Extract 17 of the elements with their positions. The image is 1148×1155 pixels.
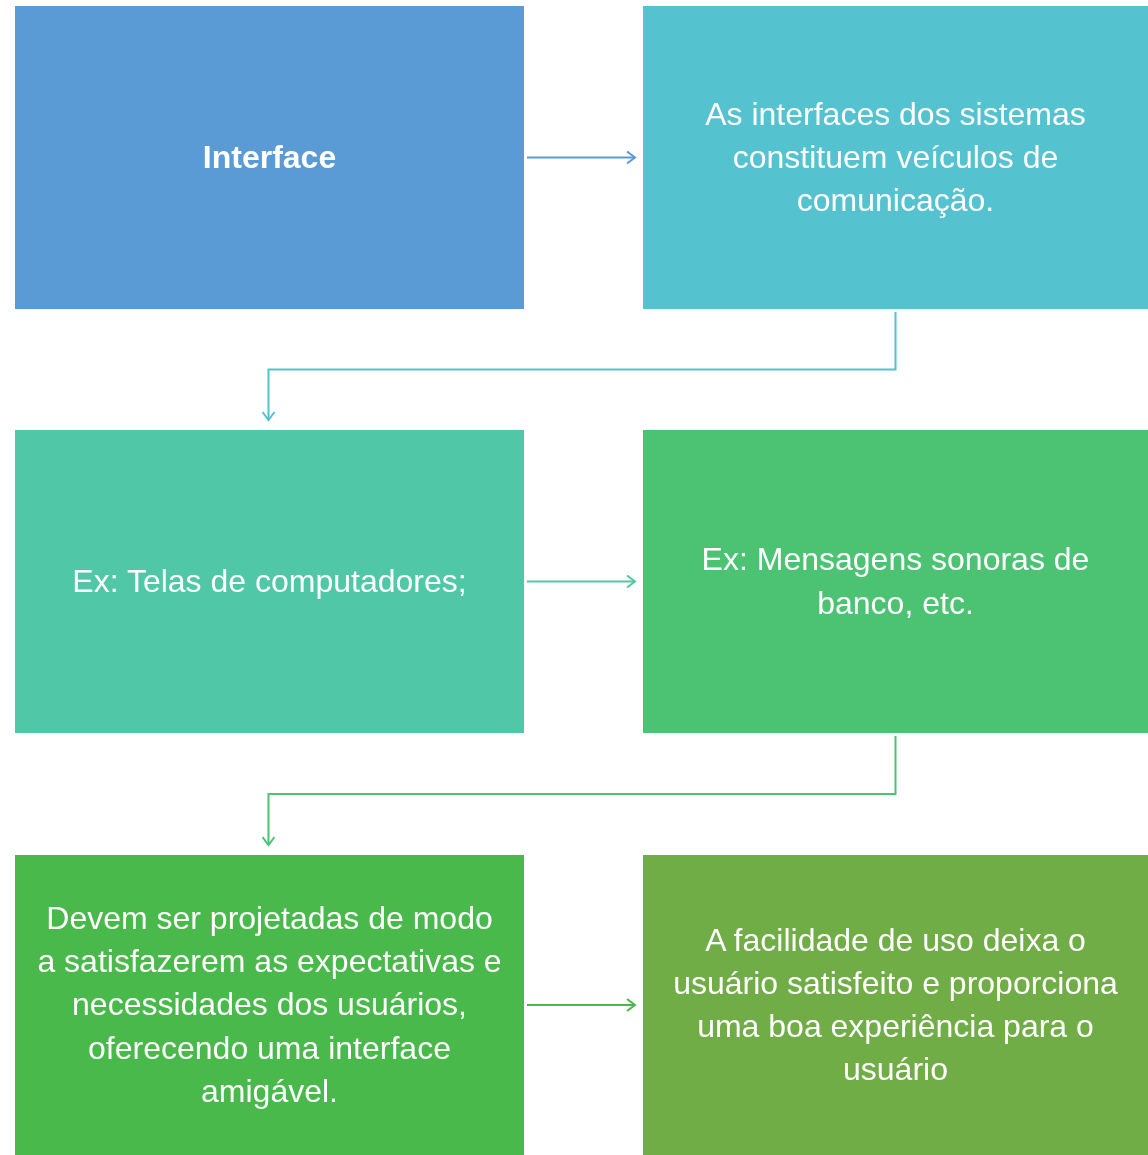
arrow bbox=[526, 574, 636, 589]
process-box bbox=[15, 430, 524, 733]
box-text: Interface bbox=[202, 137, 337, 177]
arrow bbox=[526, 150, 636, 165]
process-box bbox=[643, 6, 1148, 309]
box-text: Ex: Telas de computadores; bbox=[72, 561, 467, 601]
process-box bbox=[643, 430, 1148, 733]
process-box bbox=[15, 6, 524, 309]
process-box bbox=[15, 855, 524, 1155]
arrow bbox=[526, 998, 636, 1012]
process-box bbox=[643, 855, 1148, 1155]
arrow bbox=[261, 311, 897, 421]
box-text: A facilidade de uso deixa o usuário satisfeito e proporciona uma boa experiência para o usuário bbox=[672, 920, 1119, 1090]
box-text: As interfaces dos sistemas constituem veículos de comunicação. bbox=[704, 94, 1087, 221]
arrow bbox=[261, 735, 897, 846]
box-text: Devem ser projetadas de modo a satisfazerem as expectativas e necessidades dos usuários, oferecendo uma interface amigável. bbox=[36, 899, 503, 1111]
box-text: Ex: Mensagens sonoras de banco, etc. bbox=[700, 540, 1091, 623]
